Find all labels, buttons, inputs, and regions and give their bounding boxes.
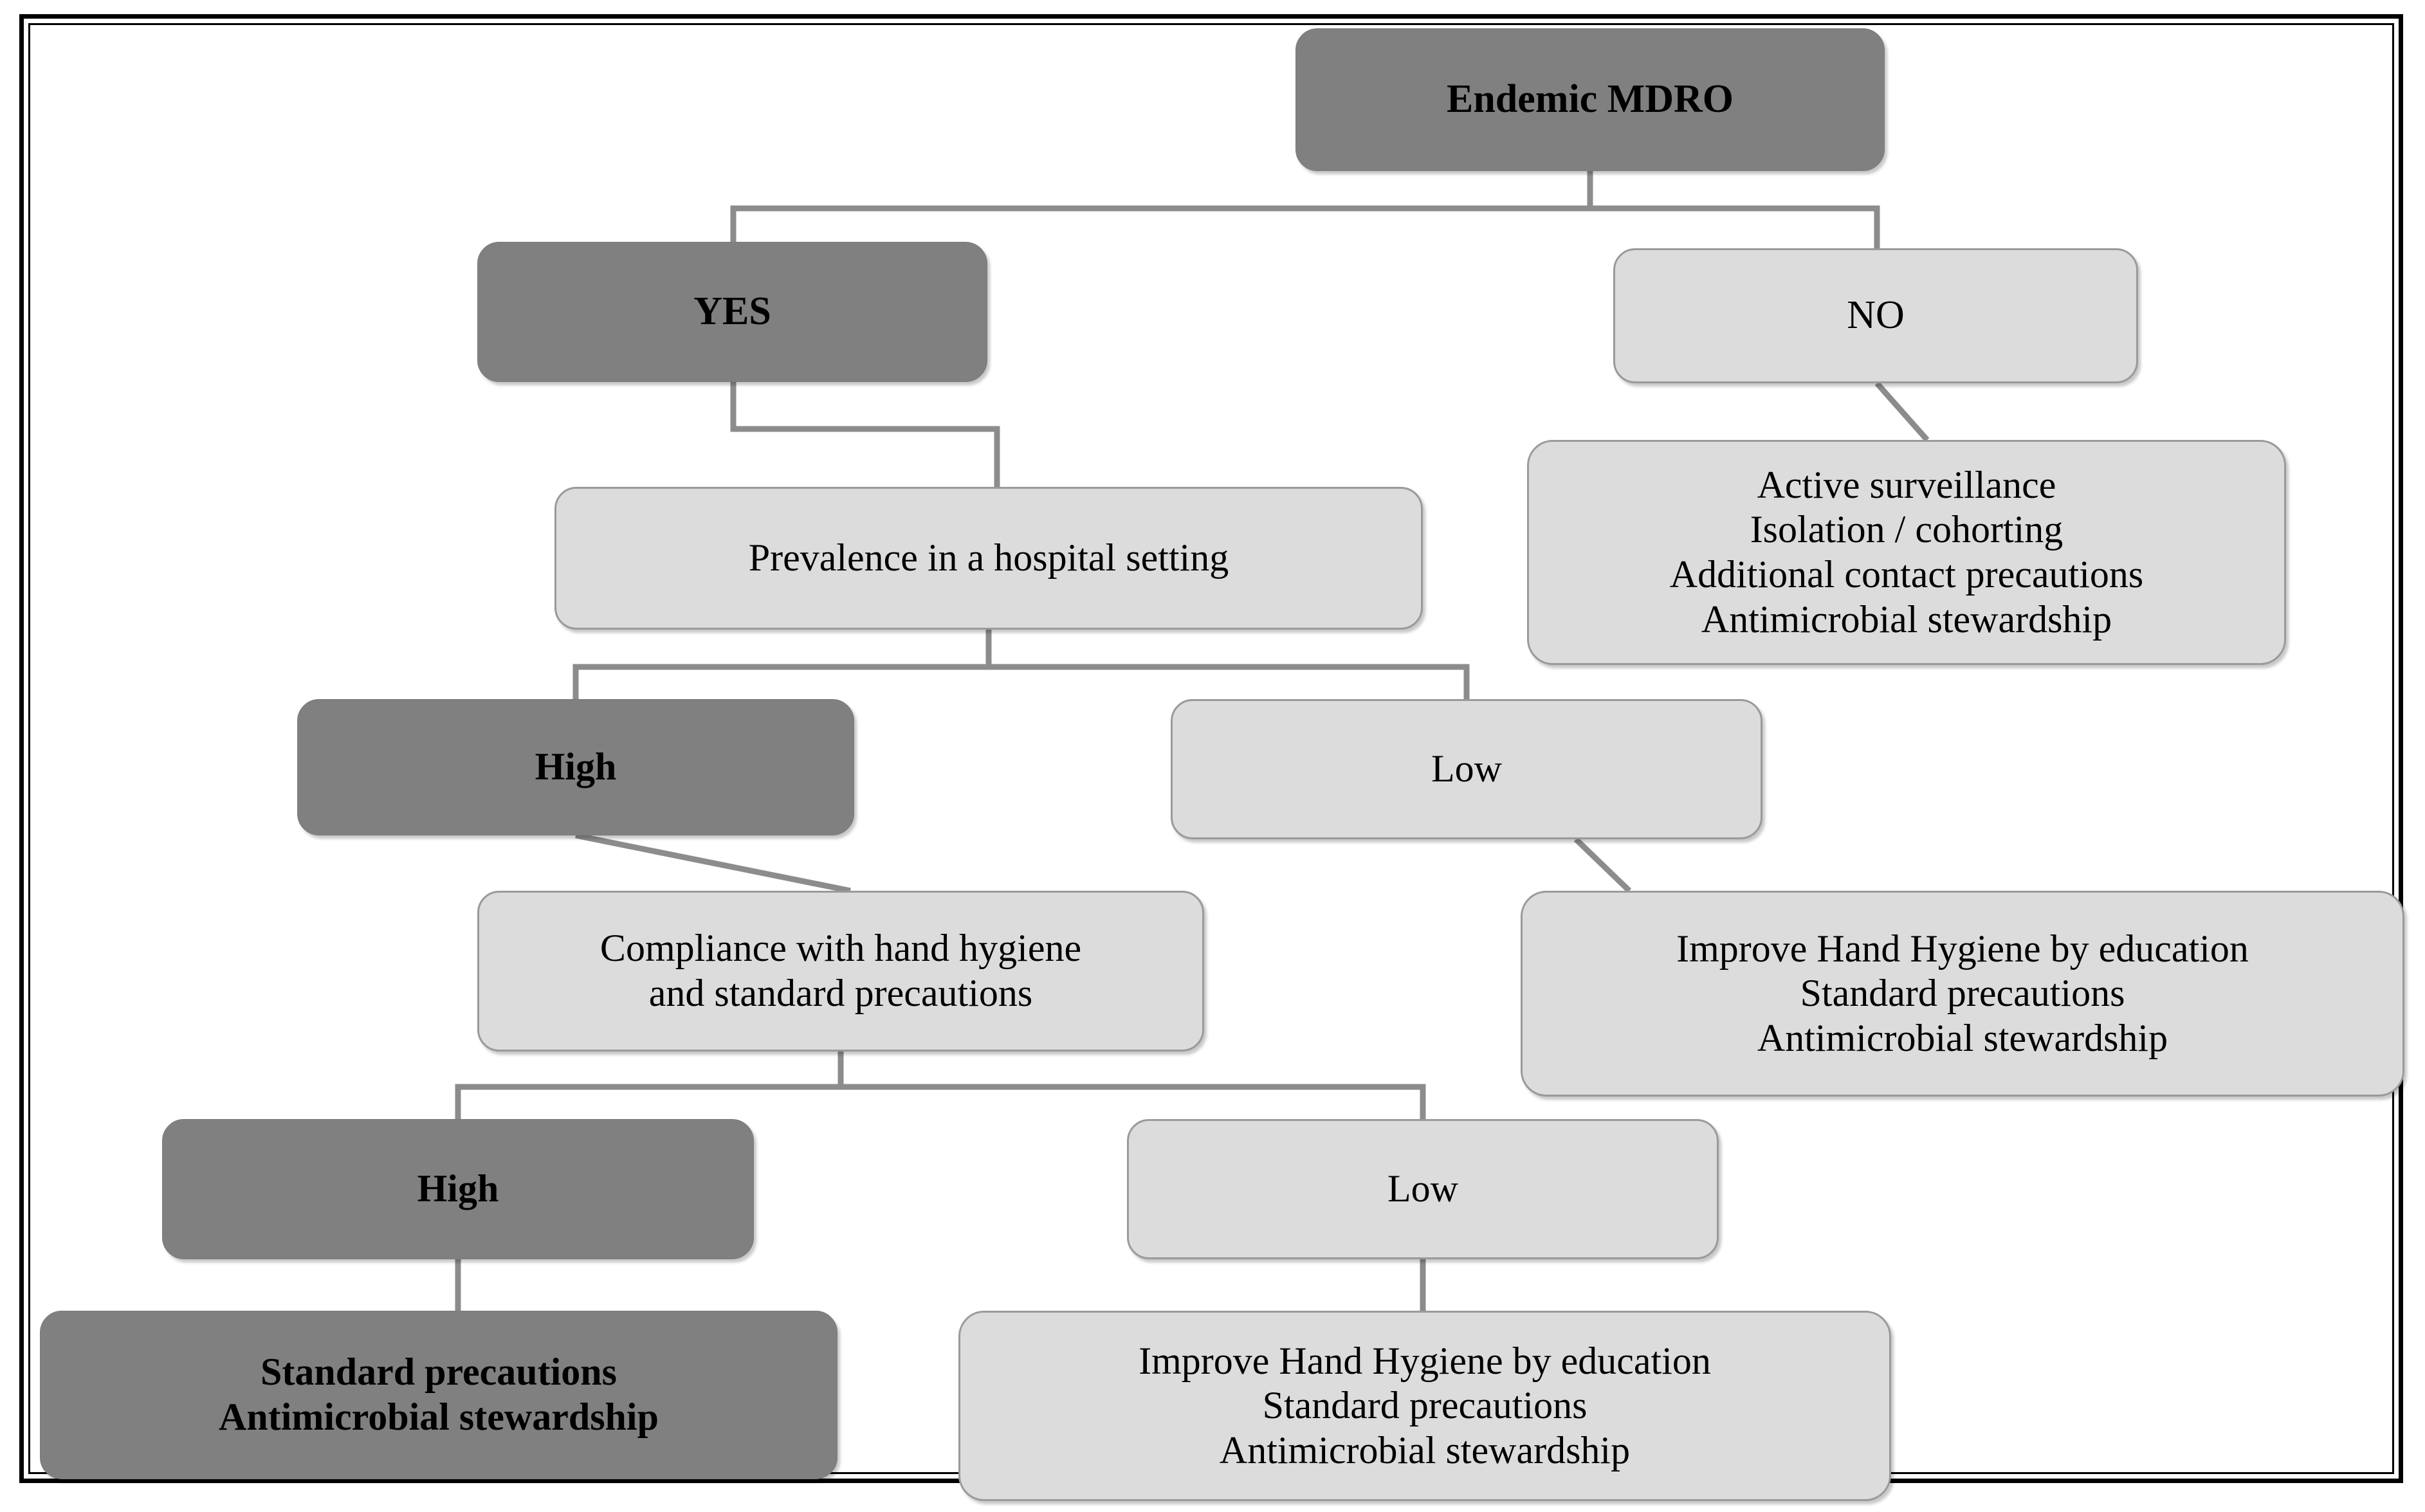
node-low-compliance[interactable]: Low (1127, 1119, 1719, 1259)
node-high-compliance[interactable]: High (162, 1119, 754, 1259)
node-no-actions-label: Active surveillance Isolation / cohortin… (1669, 463, 2144, 641)
node-endemic-mdro-label: Endemic MDRO (1446, 77, 1734, 122)
node-yes-label: YES (693, 289, 771, 334)
node-endemic-mdro[interactable]: Endemic MDRO (1295, 28, 1885, 171)
node-low-prevalence-label: Low (1431, 747, 1502, 790)
node-low-compliance-actions-label: Improve Hand Hygiene by education Standa… (1139, 1339, 1711, 1471)
node-low-prevalence-actions[interactable]: Improve Hand Hygiene by education Standa… (1521, 891, 2404, 1097)
node-high-prevalence-label: High (535, 745, 617, 788)
node-prevalence-label: Prevalence in a hospital setting (748, 536, 1229, 579)
node-high-compliance-actions-label: Standard precautions Antimicrobial stewa… (219, 1351, 659, 1438)
node-high-compliance-actions[interactable]: Standard precautions Antimicrobial stewa… (40, 1311, 837, 1479)
node-high-prevalence[interactable]: High (297, 699, 854, 835)
node-prevalence-in-hospital-setting[interactable]: Prevalence in a hospital setting (554, 487, 1423, 630)
node-low-compliance-actions[interactable]: Improve Hand Hygiene by education Standa… (958, 1311, 1891, 1501)
node-no-label: NO (1847, 293, 1905, 338)
node-compliance-label: Compliance with hand hygiene and standar… (599, 927, 1082, 1014)
node-high-compliance-label: High (417, 1167, 499, 1210)
node-low-prevalence[interactable]: Low (1171, 699, 1762, 839)
node-no-actions[interactable]: Active surveillance Isolation / cohortin… (1527, 440, 2286, 665)
node-compliance-hand-hygiene[interactable]: Compliance with hand hygiene and standar… (477, 891, 1204, 1052)
node-low-compliance-label: Low (1387, 1167, 1458, 1210)
node-no[interactable]: NO (1613, 248, 2138, 383)
node-yes[interactable]: YES (477, 242, 987, 382)
node-low-prevalence-actions-label: Improve Hand Hygiene by education Standa… (1676, 927, 2249, 1059)
